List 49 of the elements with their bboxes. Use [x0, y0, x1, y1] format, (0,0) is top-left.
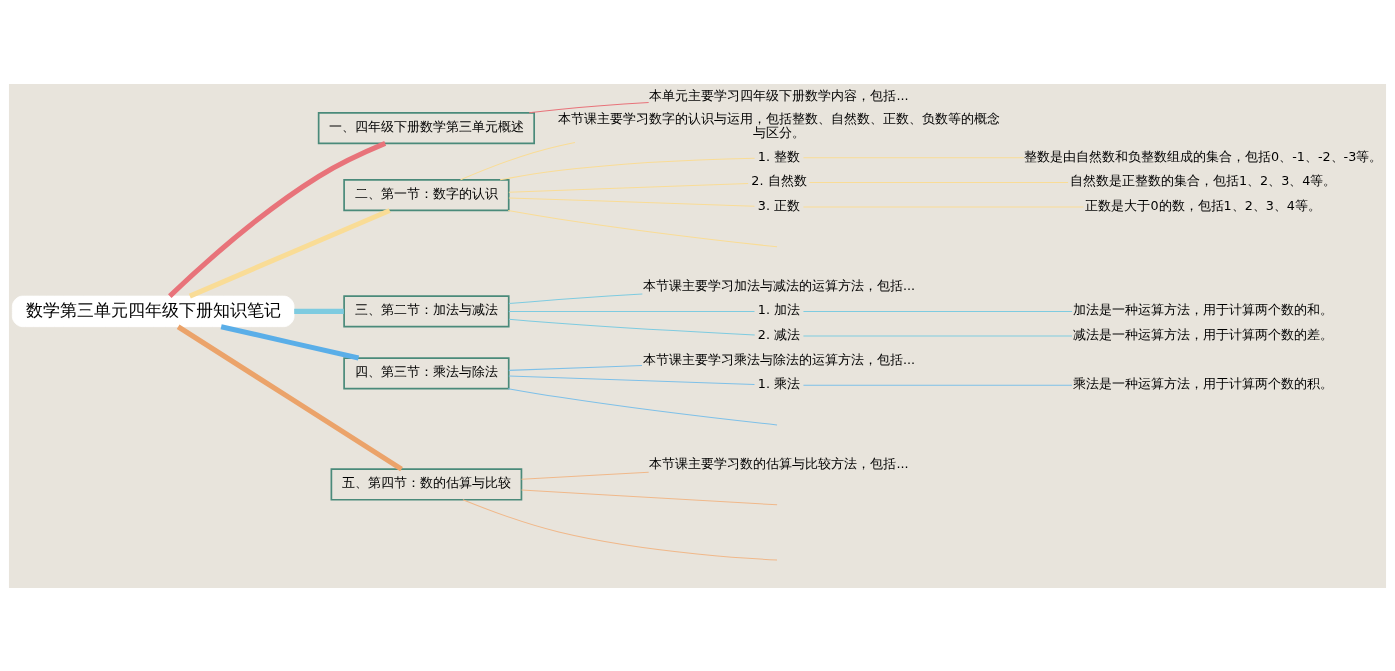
node-text: 3. 正数	[757, 197, 801, 213]
connector	[508, 375, 755, 385]
node-text: 减法是一种运算方法，用于计算两个数的差。	[1073, 326, 1334, 342]
node-text: 2. 减法	[757, 326, 801, 342]
node-box: 一、四年级下册数学第三单元概述	[317, 111, 535, 144]
node-text: 加法是一种运算方法，用于计算两个数的和。	[1073, 301, 1334, 317]
connector	[802, 156, 1025, 158]
node-text: 正数是大于0的数，包括1、2、3、4等。	[1085, 197, 1321, 213]
node-text: 2. 自然数	[751, 172, 807, 188]
connector	[508, 310, 755, 312]
connector	[802, 310, 1073, 312]
connector	[528, 101, 650, 113]
node-text: 本单元主要学习四年级下册数学内容，包括...	[649, 87, 909, 103]
node-box: 四、第三节：乘法与除法	[343, 356, 510, 389]
connector	[802, 384, 1073, 386]
connector	[521, 488, 778, 505]
connector	[802, 206, 1085, 208]
connector	[508, 196, 755, 207]
connector	[508, 318, 756, 335]
node-text: 1. 整数	[757, 148, 801, 164]
node-text: 本节课主要学习数的估算与比较方法，包括...	[649, 455, 909, 471]
connector	[507, 209, 778, 247]
connector	[462, 498, 778, 560]
connector	[802, 335, 1073, 336]
connector	[521, 471, 650, 480]
node-box: 五、第四节：数的估算与比较	[330, 467, 523, 501]
node-text: 乘法是一种运算方法，用于计算两个数的积。	[1073, 375, 1334, 391]
connector	[508, 364, 643, 371]
node-text: 本节课主要学习乘法与除法的运算方法，包括...	[642, 351, 916, 367]
node-text: 本节课主要学习数字的认识与运用，包括整数、自然数、正数、负数等的概念与区分。	[557, 110, 1000, 140]
node-box: 三、第二节：加法与减法	[343, 294, 510, 328]
connector	[507, 387, 778, 425]
connector	[176, 324, 403, 471]
node-text: 本节课主要学习加法与减法的运算方法，包括...	[642, 277, 916, 293]
connector	[508, 182, 749, 193]
connector	[188, 207, 391, 298]
connector	[168, 140, 387, 298]
node-text: 整数是由自然数和负整数组成的集合，包括0、-1、-2、-3等。	[1024, 148, 1383, 164]
node-text: 自然数是正整数的集合，包括1、2、3、4等。	[1070, 172, 1337, 188]
connector	[809, 181, 1069, 183]
node-text: 1. 乘法	[757, 375, 801, 391]
connector	[460, 141, 576, 180]
connector	[508, 292, 643, 304]
node-box: 二、第一节：数字的认识	[343, 178, 510, 211]
node-box: 数学第三单元四年级下册知识笔记	[11, 295, 295, 327]
node-text: 1. 加法	[757, 301, 801, 317]
connector	[294, 308, 344, 314]
connector	[220, 323, 360, 361]
connector	[499, 157, 756, 180]
